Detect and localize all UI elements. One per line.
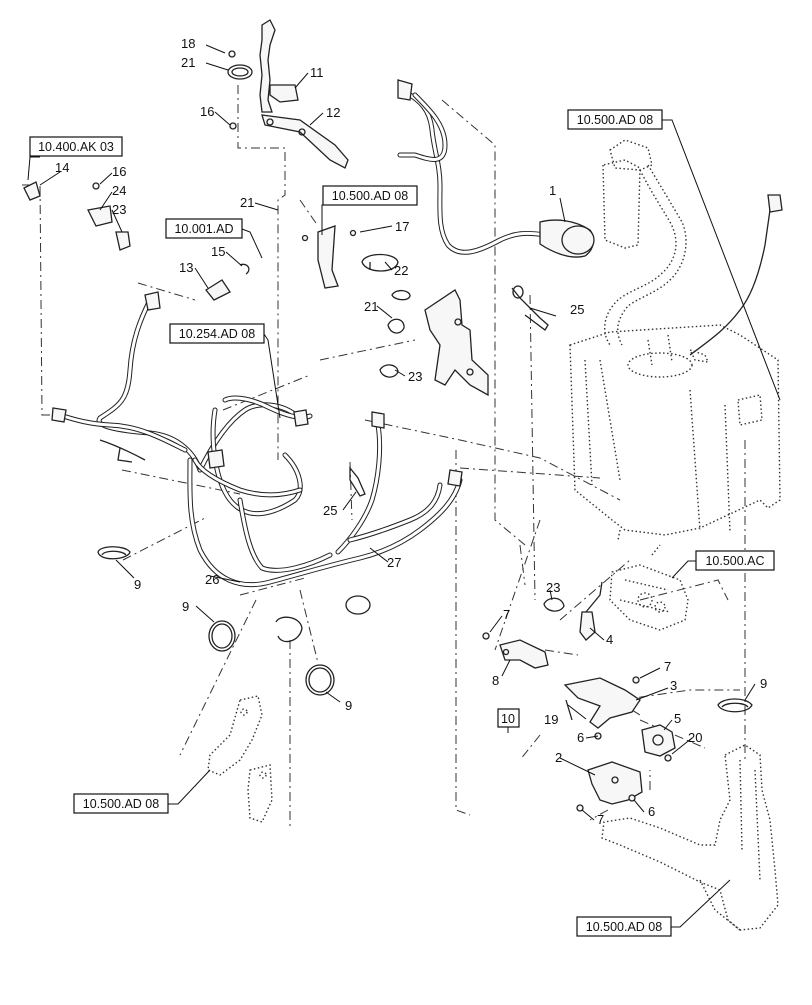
callout-8[interactable]: 8 <box>492 673 499 688</box>
callout-18[interactable]: 18 <box>181 36 195 51</box>
upper-bracket-assembly <box>227 19 349 169</box>
ref-10-254-ad-08[interactable]: 10.254.AD 08 <box>179 327 255 341</box>
callout-12[interactable]: 12 <box>326 105 340 120</box>
ref-box-10-400-ak-03[interactable] <box>29 136 123 157</box>
callout-2[interactable]: 2 <box>555 750 562 765</box>
callout-1[interactable]: 1 <box>549 183 556 198</box>
callout-16a[interactable]: 16 <box>200 104 214 119</box>
clamps <box>97 546 753 713</box>
tank <box>569 139 783 556</box>
callout-7a[interactable]: 7 <box>503 607 510 622</box>
callout-7c[interactable]: 7 <box>597 812 604 827</box>
callout-6b[interactable]: 6 <box>648 804 655 819</box>
ref-10-500-ad-08-bottom[interactable]: 10.500.AD 08 <box>586 920 662 934</box>
ref-10-500-ad-08-mid[interactable]: 10.500.AD 08 <box>332 189 408 203</box>
callout-25a[interactable]: 25 <box>323 503 337 518</box>
ref-box-10-254-ad-08[interactable] <box>169 323 265 344</box>
callout-27[interactable]: 27 <box>387 555 401 570</box>
callout-21c[interactable]: 21 <box>364 299 378 314</box>
callout-4[interactable]: 4 <box>606 632 613 647</box>
left-small-parts <box>23 181 250 301</box>
callout-9c[interactable]: 9 <box>345 698 352 713</box>
callout-14[interactable]: 14 <box>55 160 69 175</box>
callout-23b[interactable]: 23 <box>408 369 422 384</box>
ref-10-500-ac[interactable]: 10.500.AC <box>705 554 764 568</box>
callout-24[interactable]: 24 <box>112 183 126 198</box>
callout-21a[interactable]: 21 <box>181 55 195 70</box>
callout-9a[interactable]: 9 <box>134 577 141 592</box>
leader-lines <box>27 44 781 928</box>
callout-11[interactable]: 11 <box>310 65 324 80</box>
callout-26[interactable]: 26 <box>205 572 219 587</box>
callout-25b[interactable]: 25 <box>570 302 584 317</box>
callout-17[interactable]: 17 <box>395 219 409 234</box>
ref-box-10-001-ad[interactable] <box>165 218 243 239</box>
ref-10-500-ad-08-top[interactable]: 10.500.AD 08 <box>577 113 653 127</box>
callout-3[interactable]: 3 <box>670 678 677 693</box>
callout-19[interactable]: 19 <box>544 712 558 727</box>
callout-22[interactable]: 22 <box>394 263 408 278</box>
callout-20[interactable]: 20 <box>688 730 702 745</box>
harness-top <box>397 79 595 331</box>
callout-9b[interactable]: 9 <box>182 599 189 614</box>
callout-5[interactable]: 5 <box>674 711 681 726</box>
reference-boxes: 10.400.AK 03 10.001.AD 10.254.AD 08 10.5… <box>29 109 775 937</box>
callout-15[interactable]: 15 <box>211 244 225 259</box>
ref-10-001-ad[interactable]: 10.001.AD <box>174 222 233 236</box>
callout-numbers: 1 2 3 4 5 6 6 7 7 7 8 9 9 9 9 11 12 13 1… <box>55 36 767 827</box>
callout-23c[interactable]: 23 <box>546 580 560 595</box>
frame-brackets <box>207 695 779 931</box>
callout-7b[interactable]: 7 <box>664 659 671 674</box>
callout-16b[interactable]: 16 <box>112 164 126 179</box>
lower-brackets <box>482 581 676 812</box>
pump-module <box>609 564 689 631</box>
main-harness <box>51 291 463 588</box>
ref-10-500-ad-08-left[interactable]: 10.500.AD 08 <box>83 797 159 811</box>
callout-9d[interactable]: 9 <box>760 676 767 691</box>
callout-6a[interactable]: 6 <box>577 730 584 745</box>
ref-box-10-500-ad-08-mid[interactable] <box>322 185 418 206</box>
callout-23a[interactable]: 23 <box>112 202 126 217</box>
middle-bracket <box>301 225 489 397</box>
ref-10-400-ak-03[interactable]: 10.400.AK 03 <box>38 140 114 154</box>
ref-10[interactable]: 10 <box>501 712 515 726</box>
callout-21b[interactable]: 21 <box>240 195 254 210</box>
callout-13[interactable]: 13 <box>179 260 193 275</box>
